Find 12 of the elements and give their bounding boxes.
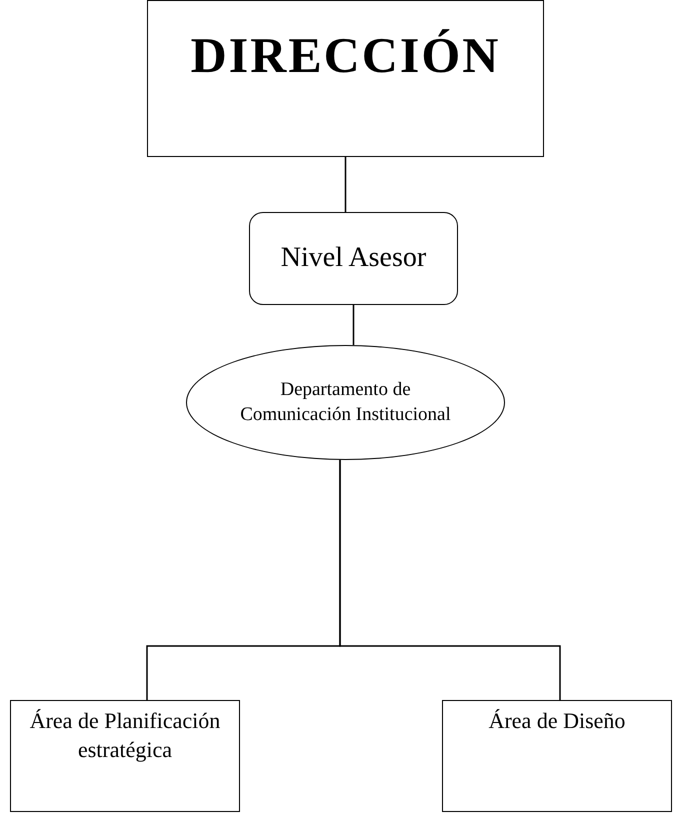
process-box [10,700,240,812]
rounded-box [249,212,458,305]
node-label: Nivel Asesor [280,241,426,276]
node-label: DIRECCIÓN [190,26,500,85]
node-label: Departamento de Comunicación Institucional [239,378,452,426]
title-box [147,0,544,157]
connector-line [352,305,354,345]
connector-line [344,157,346,212]
process-box [442,700,672,812]
node-label: Área de Planificación estratégica [28,707,222,764]
connector-line [339,460,561,700]
node-label: Área de Diseño [488,707,626,735]
